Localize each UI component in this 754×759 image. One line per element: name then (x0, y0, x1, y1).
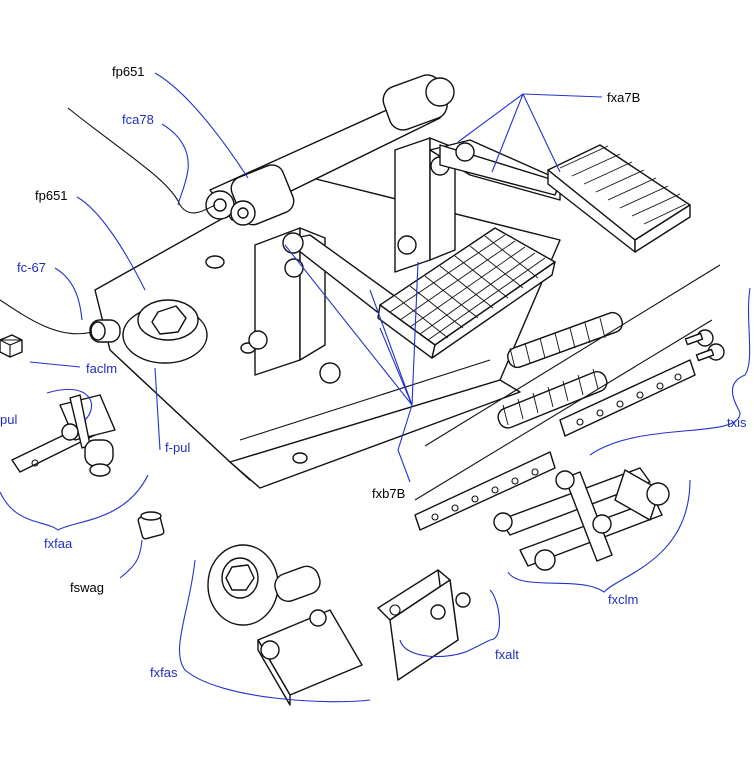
angle-bracket (377, 569, 471, 681)
label-pul: pul (0, 412, 18, 427)
pulley-on-plate (89, 299, 208, 364)
label-fswag: fswag (70, 580, 104, 595)
label-txis: txis (727, 415, 747, 430)
pedal-pad-a (547, 144, 691, 253)
springs (497, 311, 623, 429)
label-fxa7B: fxa7B (607, 90, 641, 105)
clamp-assembly (493, 467, 670, 571)
small-parts (0, 334, 165, 540)
pedal-pad-b (377, 227, 556, 359)
label-fc-67: fc-67 (17, 260, 46, 275)
upper-shaft (205, 74, 455, 226)
label-f-pul: f-pul (165, 440, 191, 455)
label-fp651-mid: fp651 (35, 188, 68, 203)
loose-bolts (684, 329, 725, 362)
rods (414, 264, 721, 501)
pulley-bracket (207, 544, 363, 706)
label-fxfaa: fxfaa (44, 536, 73, 551)
label-faclm: faclm (86, 361, 118, 376)
brackets (248, 137, 456, 384)
label-fxalt: fxalt (495, 647, 519, 662)
cable-clip (11, 394, 116, 477)
cables (0, 107, 216, 335)
label-fp651-top: fp651 (112, 64, 145, 79)
label-fxb7B: fxb7B (372, 486, 406, 501)
label-fxclm: fxclm (608, 592, 639, 607)
label-fca78: fca78 (122, 112, 154, 127)
perforated-straps (414, 359, 696, 531)
leader-lines (0, 72, 751, 703)
label-fxfas: fxfas (150, 665, 178, 680)
